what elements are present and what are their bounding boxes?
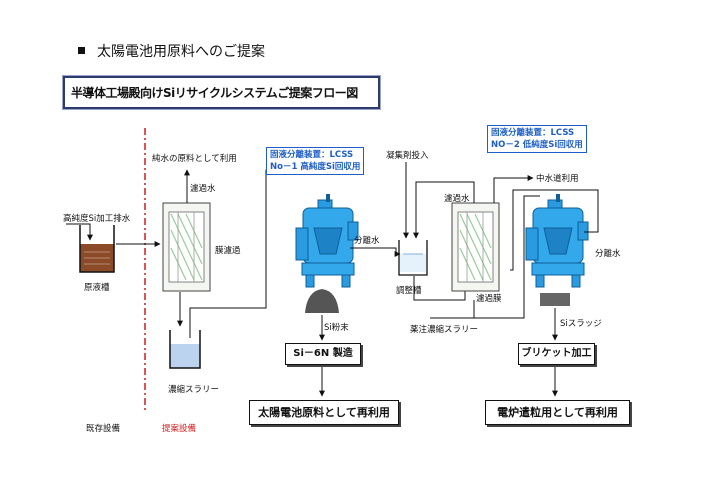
output-solar-box: 太陽電池原料として再利用	[249, 400, 399, 425]
concentrated-slurry-tank-icon	[169, 330, 201, 369]
raw-tank-icon	[79, 225, 115, 273]
label-adjust-tank: 調整槽	[396, 286, 422, 296]
device-2-caption-line2: NO－2 低純度Si回収用	[491, 140, 583, 150]
label-filtration-membrane: 濾過膜	[476, 294, 502, 304]
label-separated-water-2: 分離水	[595, 249, 621, 259]
label-existing-equipment: 既存設備	[86, 424, 121, 434]
si-powder-pile-icon	[305, 289, 339, 313]
label-coagulant: 凝集剤投入	[386, 151, 429, 161]
membrane-filter-2-icon	[451, 202, 500, 292]
label-filtered-water-2: 濾過水	[444, 194, 470, 204]
heading-text: 太陽電池用原料へのご提案	[97, 44, 265, 60]
label-pure-water: 純水の原料として利用	[152, 154, 237, 164]
label-injection-slurry: 薬注濃縮スラリー	[410, 325, 479, 335]
si-sludge-block-icon	[540, 293, 570, 306]
label-separated-water-1: 分離水	[354, 236, 380, 246]
device-2-caption: 固液分離装置：LCSS NO－2 低純度Si回収用	[487, 125, 587, 153]
label-raw-drain: 高純度Si加工排水	[63, 214, 131, 224]
label-concentrated-slurry: 濃縮スラリー	[168, 385, 220, 395]
label-si-sludge: Siスラッジ	[560, 319, 602, 329]
device-1-caption-line2: No－1 高純度Si回収用	[270, 162, 361, 172]
lcss-separator-2-icon	[525, 194, 589, 288]
device-1-caption: 固液分離装置：LCSS No－1 高純度Si回収用	[266, 147, 365, 175]
label-si-powder: Si粉末	[324, 323, 349, 333]
label-membrane-filter: 膜濾過	[215, 246, 241, 256]
device-2-caption-line1: 固液分離装置：LCSS	[491, 128, 575, 138]
flow-title: 半導体工場殿向けSiリサイクルシステムご提案フロー図	[71, 86, 358, 100]
label-proposed-equipment: 提案設備	[162, 424, 197, 434]
device-1-caption-line1: 固液分離装置：LCSS	[270, 150, 354, 160]
square-bullet-icon	[78, 47, 85, 54]
output-furnace-box: 電炉遣粒用として再利用	[485, 400, 630, 425]
label-gray-water: 中水道利用	[536, 174, 579, 184]
output-si6n-box: Si－6N 製造	[285, 343, 361, 365]
adjustment-tank-icon	[398, 240, 428, 276]
label-filtered-water: 濾過水	[190, 184, 216, 194]
page-heading: 太陽電池用原料へのご提案	[78, 41, 265, 61]
output-briquette-box: ブリケット加工	[518, 343, 595, 365]
lcss-separator-1-icon	[295, 194, 359, 288]
membrane-filter-icon	[162, 202, 211, 292]
label-raw-tank: 原液槽	[84, 283, 110, 293]
flow-title-box: 半導体工場殿向けSiリサイクルシステムご提案フロー図	[63, 76, 380, 109]
